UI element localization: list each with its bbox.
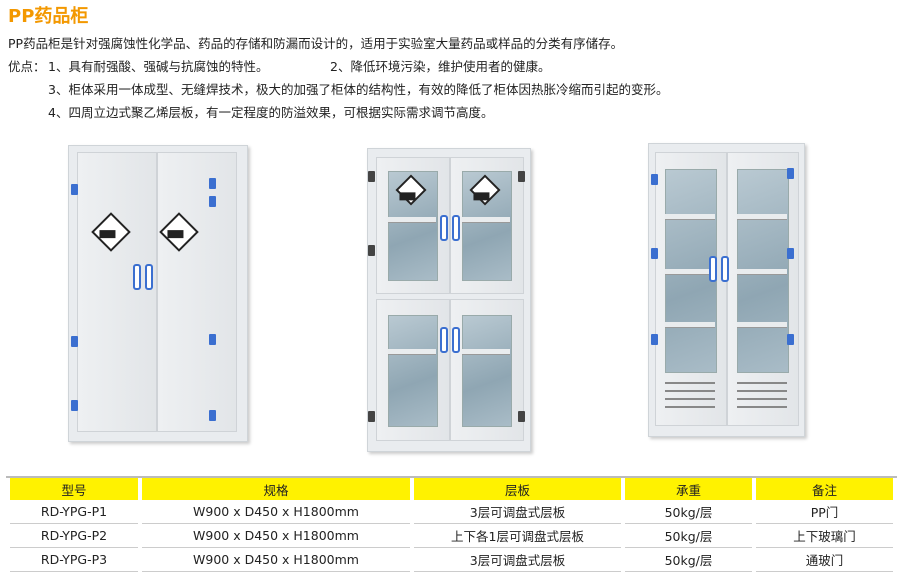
cabinet-p2-image — [367, 148, 531, 452]
cell-note: 通玻门 — [756, 548, 893, 572]
cell-note: PP门 — [756, 500, 893, 524]
intro-text: PP药品柜是针对强腐蚀性化学品、药品的存储和防漏而设计的，适用于实验室大量药品或… — [8, 36, 624, 51]
cabinet-p1-image — [68, 145, 248, 442]
cell-load: 50kg/层 — [625, 548, 752, 572]
cell-load: 50kg/层 — [625, 524, 752, 548]
page-title: PP药品柜 — [8, 6, 89, 27]
cell-shelf: 3层可调盘式层板 — [414, 500, 621, 524]
cell-model: RD-YPG-P1 — [10, 500, 138, 524]
advantage-4: 4、四周立边式聚乙烯层板，有一定程度的防溢效果，可根据实际需求调节高度。 — [48, 105, 494, 120]
cell-spec: W900 x D450 x H1800mm — [142, 548, 410, 572]
advantages-label: 优点： — [8, 59, 46, 74]
header-load: 承重 — [625, 478, 752, 500]
table-header-row: 型号 规格 层板 承重 备注 — [10, 478, 893, 500]
cell-model: RD-YPG-P3 — [10, 548, 138, 572]
cell-load: 50kg/层 — [625, 500, 752, 524]
header-shelf: 层板 — [414, 478, 621, 500]
cell-spec: W900 x D450 x H1800mm — [142, 524, 410, 548]
cabinet-p3-image — [648, 143, 805, 437]
header-model: 型号 — [10, 478, 138, 500]
cell-spec: W900 x D450 x H1800mm — [142, 500, 410, 524]
advantage-1: 1、具有耐强酸、强碱与抗腐蚀的特性。 — [48, 59, 269, 74]
header-spec: 规格 — [142, 478, 410, 500]
cell-note: 上下玻璃门 — [756, 524, 893, 548]
cell-shelf: 上下各1层可调盘式层板 — [414, 524, 621, 548]
advantage-2: 2、降低环境污染，维护使用者的健康。 — [330, 59, 551, 74]
cell-model: RD-YPG-P2 — [10, 524, 138, 548]
header-note: 备注 — [756, 478, 893, 500]
advantage-3: 3、柜体采用一体成型、无缝焊技术，极大的加强了柜体的结构性，有效的降低了柜体因热… — [48, 82, 669, 97]
cell-shelf: 3层可调盘式层板 — [414, 548, 621, 572]
